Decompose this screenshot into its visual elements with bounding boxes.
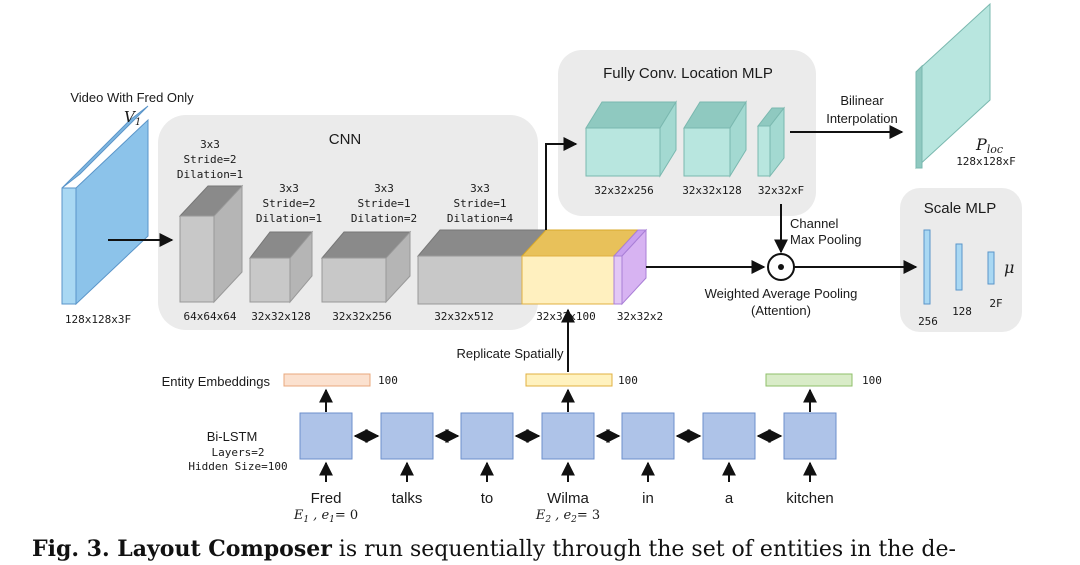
attention-block [520, 229, 640, 305]
lstm-cell [380, 412, 434, 460]
lstm-layers: Layers=2 [212, 446, 265, 459]
ploc-symbol: Ploc [975, 135, 1003, 156]
video-symbol: V1 [124, 108, 141, 128]
cnn-layer-1 [178, 184, 244, 304]
svg-text:Dilation=4: Dilation=4 [447, 212, 514, 225]
svg-text:3x3: 3x3 [374, 182, 394, 195]
figure-caption: Fig. 3. Layout Composer is run sequentia… [32, 536, 956, 562]
svg-text:Dilation=2: Dilation=2 [351, 212, 417, 225]
svg-text:Dilation=1: Dilation=1 [177, 168, 243, 181]
word-token: a [725, 490, 734, 507]
video-dims: 128x128x3F [65, 313, 131, 326]
svg-text:3x3: 3x3 [470, 182, 490, 195]
location-dims-2: 32x32x128 [682, 184, 742, 197]
cnn-layer-2 [248, 230, 314, 304]
location-mlp-title: Fully Conv. Location MLP [603, 65, 773, 82]
cnn-params-4: 3x3 Stride=1 Dilation=4 [447, 182, 514, 225]
location-block-2 [683, 100, 747, 178]
scale-mlp-title: Scale MLP [924, 200, 997, 217]
svg-text:Stride=2: Stride=2 [263, 197, 316, 210]
word-token: in [642, 490, 654, 507]
ploc-dims: 128x128xF [956, 155, 1016, 168]
lstm-label: Bi-LSTM [207, 429, 258, 444]
location-dims-1: 32x32x256 [594, 184, 654, 197]
lstm-cell [702, 412, 756, 460]
word-token: to [481, 490, 494, 507]
word-token: Wilma [547, 490, 589, 507]
embedding-fred [283, 373, 371, 387]
entity-annotation-wilma: E2 , e2= 3 [535, 508, 600, 525]
cnn-params-2: 3x3 Stride=2 Dilation=1 [256, 182, 322, 225]
scale-dims-2: 128 [952, 305, 972, 318]
lstm-hidden: Hidden Size=100 [188, 460, 287, 473]
output-dims: 32x32x2 [617, 310, 663, 323]
channel-pool-label-1: Channel [790, 216, 839, 231]
svg-text:Dilation=1: Dilation=1 [256, 212, 322, 225]
bilinear-label-1: Bilinear [840, 93, 884, 108]
lstm-row: Fred talks to Wilma in a kitchen [299, 412, 837, 507]
layout-composer-diagram: Video With Fred Only V1 128x128x3F CNN 3… [61, 2, 1022, 525]
word-token: talks [392, 490, 423, 507]
cnn-dims-3: 32x32x256 [332, 310, 392, 323]
location-block-3 [756, 106, 786, 178]
lstm-cell [621, 412, 675, 460]
cnn-params-3: 3x3 Stride=1 Dilation=2 [351, 182, 417, 225]
embedding-dims-1: 100 [378, 374, 398, 387]
cnn-layer-3 [320, 230, 412, 304]
svg-text:3x3: 3x3 [200, 138, 220, 151]
weighted-pool-label-2: (Attention) [751, 303, 811, 318]
bilinear-label-2: Interpolation [826, 111, 898, 126]
entity-embeddings-label: Entity Embeddings [162, 374, 271, 389]
replicate-label: Replicate Spatially [457, 346, 564, 361]
svg-text:Stride=1: Stride=1 [454, 197, 507, 210]
location-dims-3: 32x32xF [758, 184, 804, 197]
cnn-layer-4 [416, 229, 548, 305]
cnn-dims-2: 32x32x128 [251, 310, 311, 323]
caption-text: is run sequentially through the set of e… [331, 537, 956, 562]
embedding-wilma [525, 373, 613, 387]
embedding-dims-2: 100 [618, 374, 638, 387]
cnn-params-1: 3x3 Stride=2 Dilation=1 [177, 138, 243, 181]
lstm-cell [541, 412, 595, 460]
scale-bar-2 [955, 243, 963, 291]
cnn-title: CNN [329, 131, 362, 148]
scale-bar-3 [987, 251, 995, 285]
embedding-kitchen [765, 373, 853, 387]
weighted-pool-label-1: Weighted Average Pooling [705, 286, 858, 301]
video-title: Video With Fred Only [70, 90, 194, 105]
caption-bold: Fig. 3. Layout Composer [32, 536, 332, 562]
lstm-cell [460, 412, 514, 460]
scale-dims-1: 256 [918, 315, 938, 328]
ploc-block [915, 2, 991, 170]
attention-dims: 32x32x100 [536, 310, 596, 323]
lstm-cell [783, 412, 837, 460]
cnn-to-location-arrow [545, 137, 578, 230]
elementwise-product-node [767, 253, 795, 281]
output-block [612, 228, 648, 306]
entity-annotation-fred: E1 , e1= 0 [293, 508, 358, 525]
channel-pool-label-2: Max Pooling [790, 232, 862, 247]
mu-symbol: μ [1004, 258, 1014, 277]
lstm-cell [299, 412, 353, 460]
location-block-1 [585, 100, 677, 178]
scale-dims-3: 2F [989, 297, 1002, 310]
video-input-block [61, 105, 149, 306]
cnn-dims-4: 32x32x512 [434, 310, 494, 323]
svg-text:Stride=1: Stride=1 [358, 197, 411, 210]
embedding-dims-3: 100 [862, 374, 882, 387]
svg-text:Stride=2: Stride=2 [184, 153, 237, 166]
cnn-dims-1: 64x64x64 [184, 310, 237, 323]
svg-text:3x3: 3x3 [279, 182, 299, 195]
scale-bar-1 [923, 229, 931, 305]
word-token: kitchen [786, 490, 834, 507]
word-token: Fred [311, 490, 342, 507]
